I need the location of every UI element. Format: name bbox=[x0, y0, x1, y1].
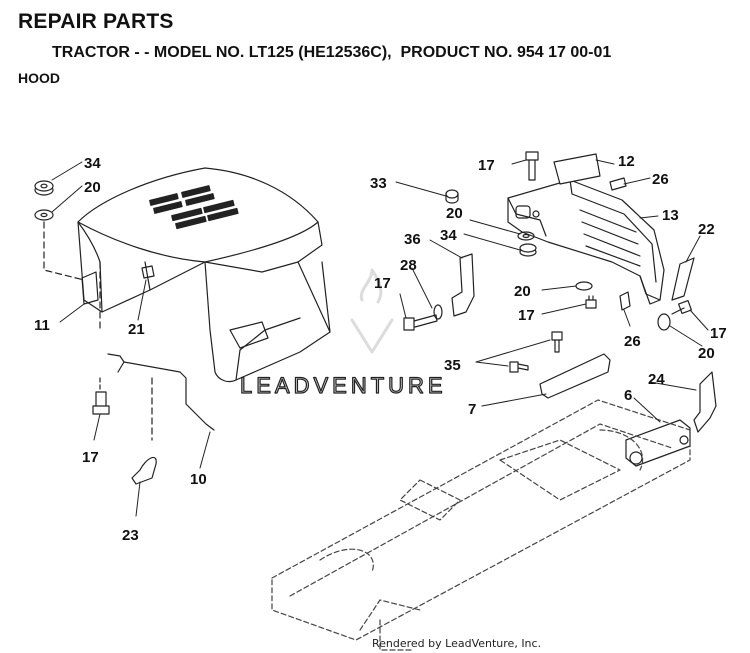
callout-28: 28 bbox=[400, 257, 417, 274]
callout-34-left: 34 bbox=[84, 155, 101, 172]
callout-23: 23 bbox=[122, 527, 139, 544]
bolt-35-upper bbox=[551, 331, 563, 353]
nut-34-middle bbox=[519, 243, 537, 257]
centerline-left bbox=[43, 221, 85, 281]
nut-34-left bbox=[34, 180, 54, 196]
callout-20-far-right: 20 bbox=[698, 345, 715, 362]
leader-lines bbox=[51, 159, 709, 517]
clip-23 bbox=[131, 456, 157, 485]
callout-26-lower: 26 bbox=[624, 333, 641, 350]
washer-20-middle bbox=[517, 231, 535, 241]
callout-11: 11 bbox=[34, 317, 50, 334]
washer-20-far-right bbox=[657, 313, 671, 331]
callout-10: 10 bbox=[190, 471, 207, 488]
callout-7: 7 bbox=[468, 401, 476, 418]
bolt-17-middle bbox=[403, 314, 438, 331]
bolt-17-far-right bbox=[671, 299, 693, 315]
hood-assembly bbox=[77, 167, 331, 383]
bolt-35-lower bbox=[509, 361, 529, 373]
callout-22: 22 bbox=[698, 221, 715, 238]
callout-20-middle: 20 bbox=[446, 205, 463, 222]
watermark-logo bbox=[350, 268, 394, 354]
callout-6: 6 bbox=[624, 387, 632, 404]
hood-vents bbox=[149, 185, 239, 230]
callout-17-top: 17 bbox=[478, 157, 495, 174]
bolt-17-right bbox=[585, 295, 597, 309]
callout-17-middle: 17 bbox=[374, 275, 391, 292]
callout-20-left: 20 bbox=[84, 179, 101, 196]
callout-17-right: 17 bbox=[518, 307, 535, 324]
callout-36: 36 bbox=[404, 231, 421, 248]
model-subtitle: TRACTOR - - MODEL NO. LT125 (HE12536C), … bbox=[52, 44, 612, 61]
clip-26-lower bbox=[619, 291, 631, 311]
callout-26-upper: 26 bbox=[652, 171, 669, 188]
hood-bracket-11 bbox=[81, 271, 99, 305]
callout-13: 13 bbox=[662, 207, 679, 224]
bracket-24 bbox=[693, 371, 717, 433]
callout-34-middle: 34 bbox=[440, 227, 457, 244]
bracket-7 bbox=[539, 353, 611, 399]
callout-17-left: 17 bbox=[82, 449, 99, 466]
plug-33 bbox=[445, 189, 459, 204]
footer-credit: Rendered by LeadVenture, Inc. bbox=[372, 637, 542, 650]
bolt-17-top bbox=[525, 151, 539, 181]
section-label: HOOD bbox=[18, 70, 60, 86]
hood-rod-10 bbox=[117, 361, 215, 431]
callout-12: 12 bbox=[618, 153, 635, 170]
watermark-text: LEADVENTURE bbox=[240, 373, 447, 398]
washer-20-right bbox=[575, 281, 593, 291]
tractor-frame bbox=[271, 399, 691, 651]
callout-24: 24 bbox=[648, 371, 665, 388]
hood-bump-21 bbox=[141, 265, 155, 279]
bracket-12 bbox=[553, 153, 601, 185]
bracket-36 bbox=[451, 253, 475, 317]
page-title: REPAIR PARTS bbox=[18, 10, 174, 33]
clip-26-upper bbox=[609, 177, 627, 191]
callout-labels: 34 20 11 21 17 10 23 33 17 12 26 13 20 3… bbox=[34, 153, 727, 544]
callout-33: 33 bbox=[370, 175, 387, 192]
callout-21: 21 bbox=[128, 321, 145, 338]
callout-20-right: 20 bbox=[514, 283, 531, 300]
callout-35: 35 bbox=[444, 357, 461, 374]
grille-housing-13 bbox=[507, 179, 665, 305]
plate-22 bbox=[671, 257, 695, 301]
callout-17-far-right: 17 bbox=[710, 325, 727, 342]
washer-20-left bbox=[34, 209, 54, 221]
bolt-17-left bbox=[92, 377, 110, 415]
washer-28 bbox=[433, 304, 443, 320]
